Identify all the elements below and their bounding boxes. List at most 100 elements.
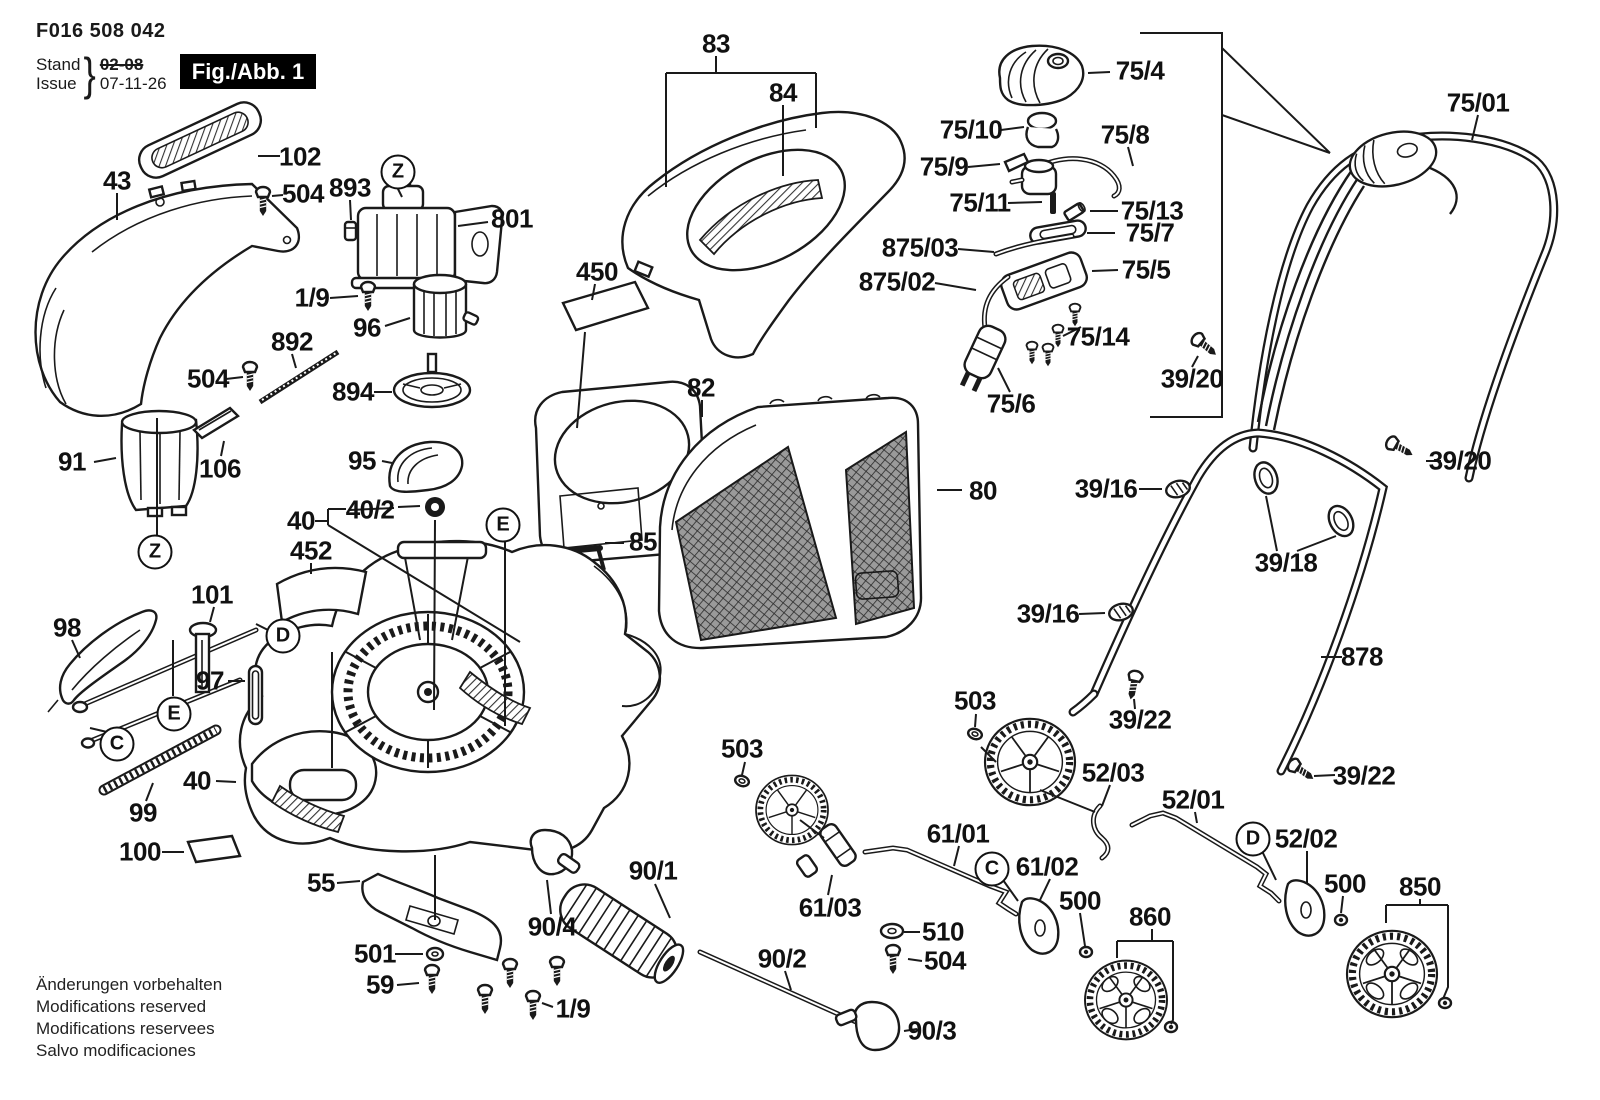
circled-letter-C-6: C bbox=[974, 851, 1010, 887]
part-label-83-0: 83 bbox=[702, 28, 730, 59]
part-label-52-03-53: 52/03 bbox=[1081, 757, 1145, 788]
part-label-75-01-26: 75/01 bbox=[1446, 87, 1510, 118]
part-label-101-38: 101 bbox=[191, 579, 233, 610]
part-label-40-2-32: 40/2 bbox=[345, 494, 395, 525]
footer-line-fr: Modifications reservees bbox=[36, 1019, 215, 1038]
part-label-90-4-47: 90/4 bbox=[527, 911, 577, 942]
part-label-95-30: 95 bbox=[348, 445, 376, 476]
part-label-52-01-54: 52/01 bbox=[1161, 784, 1225, 815]
part-label-850-57: 850 bbox=[1399, 871, 1441, 902]
part-label-52-02-55: 52/02 bbox=[1274, 823, 1338, 854]
circled-letter-E-3: E bbox=[485, 507, 521, 543]
circled-letter-C-5: C bbox=[99, 726, 135, 762]
part-label-102-2: 102 bbox=[279, 141, 321, 172]
sticker-450-drawing bbox=[561, 280, 650, 332]
part-label-875-02-21: 875/02 bbox=[858, 266, 936, 297]
part-label-503-52: 503 bbox=[954, 685, 996, 716]
brace-glyph: } bbox=[83, 48, 97, 100]
part-label-504-4: 504 bbox=[282, 178, 324, 209]
part-label-501-44: 501 bbox=[354, 938, 396, 969]
part-label-39-22-70: 39/22 bbox=[1332, 760, 1396, 791]
leader-lines bbox=[71, 32, 1479, 1032]
part-label-39-18-66: 39/18 bbox=[1254, 547, 1318, 578]
footer-notice: Änderungen vorbehalten Modifications res… bbox=[36, 974, 222, 1062]
footer-line-es: Salvo modificaciones bbox=[36, 1041, 196, 1060]
part-label-59-45: 59 bbox=[366, 969, 394, 1000]
part-label-75-9-16: 75/9 bbox=[919, 151, 969, 182]
part-label-98-37: 98 bbox=[53, 612, 81, 643]
part-label-85-36: 85 bbox=[629, 526, 657, 557]
part-label-106-29: 106 bbox=[199, 453, 241, 484]
part-label-80-35: 80 bbox=[969, 475, 997, 506]
part-label-39-20-24: 39/20 bbox=[1160, 363, 1224, 394]
part-label-39-16-65: 39/16 bbox=[1074, 473, 1138, 504]
part-label-40-41: 40 bbox=[183, 765, 211, 796]
motor-801-drawing bbox=[350, 174, 504, 290]
part-label-450-12: 450 bbox=[576, 256, 618, 287]
part-label-503-51: 503 bbox=[721, 733, 763, 764]
part-label-43-3: 43 bbox=[103, 165, 131, 196]
part-label-893-5: 893 bbox=[329, 172, 371, 203]
switch-cluster-drawing bbox=[959, 44, 1222, 393]
part-label-84-1: 84 bbox=[769, 77, 797, 108]
part-label-1-9-46: 1/9 bbox=[555, 993, 591, 1024]
part-label-504-64: 504 bbox=[924, 945, 966, 976]
footer-line-en: Modifications reserved bbox=[36, 997, 207, 1016]
part-number: F016 508 042 bbox=[36, 20, 166, 42]
part-label-75-10-14: 75/10 bbox=[939, 114, 1003, 145]
sticker-452-drawing bbox=[275, 566, 368, 624]
stand-label: Stand bbox=[36, 55, 81, 74]
part-label-894-11: 894 bbox=[332, 376, 374, 407]
part-label-892-9: 892 bbox=[271, 326, 313, 357]
part-label-510-63: 510 bbox=[922, 916, 964, 947]
part-label-90-2-49: 90/2 bbox=[757, 943, 807, 974]
part-label-504-10: 504 bbox=[187, 363, 229, 394]
wheels-axles-drawing bbox=[732, 719, 1453, 1040]
circled-letter-Z-0: Z bbox=[380, 154, 416, 190]
part-label-452-33: 452 bbox=[290, 535, 332, 566]
part-label-40-31: 40 bbox=[287, 505, 315, 536]
part-label-801-6: 801 bbox=[491, 203, 533, 234]
part-label-39-20-27: 39/20 bbox=[1428, 445, 1492, 476]
lever-98-drawing bbox=[47, 609, 158, 713]
cover-95-drawing bbox=[388, 440, 464, 493]
part-label-39-22-69: 39/22 bbox=[1108, 704, 1172, 735]
insert-91-drawing bbox=[120, 409, 199, 518]
part-label-75-6-25: 75/6 bbox=[986, 388, 1036, 419]
part-label-55-43: 55 bbox=[307, 867, 335, 898]
lower-handle-drawing bbox=[1068, 428, 1389, 786]
part-label-875-03-20: 875/03 bbox=[881, 232, 959, 263]
part-label-61-03-62: 61/03 bbox=[798, 892, 862, 923]
part-label-878-68: 878 bbox=[1341, 641, 1383, 672]
deflector-cover-43-drawing bbox=[34, 179, 301, 417]
pin-97-drawing bbox=[247, 664, 264, 726]
part-label-75-13-18: 75/13 bbox=[1120, 195, 1184, 226]
circled-letter-Z-1: Z bbox=[137, 534, 173, 570]
part-label-500-56: 500 bbox=[1324, 868, 1366, 899]
part-label-96-8: 96 bbox=[353, 312, 381, 343]
circled-letter-D-7: D bbox=[1235, 821, 1271, 857]
footer-line-de: Änderungen vorbehalten bbox=[36, 975, 223, 994]
part-label-97-39: 97 bbox=[196, 665, 224, 696]
figure-badge: Fig./Abb. 1 bbox=[180, 54, 316, 89]
issue-label: Issue bbox=[36, 74, 77, 93]
part-label-75-4-13: 75/4 bbox=[1115, 55, 1165, 86]
part-label-75-14-23: 75/14 bbox=[1066, 321, 1130, 352]
rod-892-drawing bbox=[258, 349, 340, 405]
issue-value: 07-11-26 bbox=[99, 74, 167, 93]
sticker-100-drawing bbox=[186, 834, 242, 864]
screw-59-icon bbox=[423, 963, 441, 996]
part-label-90-1-48: 90/1 bbox=[628, 855, 678, 886]
part-label-860-61: 860 bbox=[1129, 901, 1171, 932]
part-label-75-11-17: 75/11 bbox=[949, 187, 1011, 218]
motor-cover-83-84-drawing bbox=[621, 110, 906, 359]
part-label-99-40: 99 bbox=[129, 797, 157, 828]
part-label-100-42: 100 bbox=[119, 836, 161, 867]
part-label-91-28: 91 bbox=[58, 446, 86, 477]
screw-39-20-right-icon bbox=[1382, 433, 1418, 463]
part-label-61-01-58: 61/01 bbox=[926, 818, 990, 849]
part-label-75-7-19: 75/7 bbox=[1125, 217, 1175, 248]
part-label-75-8-15: 75/8 bbox=[1100, 119, 1150, 150]
